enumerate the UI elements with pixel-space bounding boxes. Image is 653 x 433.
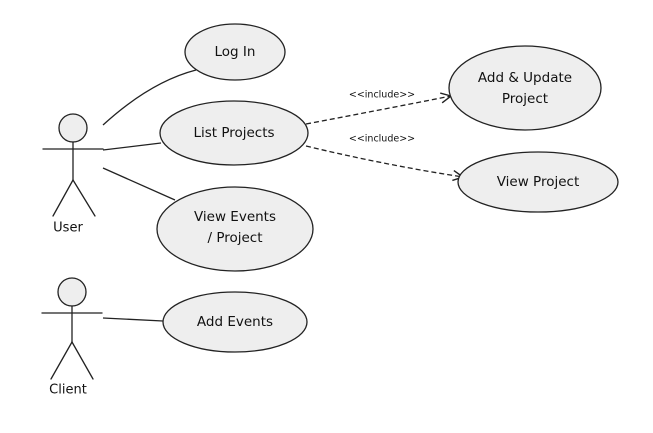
association-client-add-events [102,317,164,322]
association-user-list-projects [102,142,162,151]
use-case-view-events-ellipse [156,186,314,272]
include-label-add-update: <<include>> [349,90,415,101]
use-case-add-update-project[interactable]: Add & Update Project [448,45,602,131]
use-case-list-projects-ellipse [159,100,309,166]
actor-client-head [57,277,87,307]
use-case-add-events-ellipse [162,291,308,353]
actor-user-head [58,113,88,143]
use-case-login-label: Log In [215,44,256,60]
use-case-add-events[interactable]: Add Events [162,291,308,353]
actor-user[interactable]: User [42,113,104,236]
use-case-login-ellipse [184,23,286,81]
use-case-view-project[interactable]: View Project [457,151,619,213]
association-user-view-events [102,167,176,201]
use-case-add-update-project-label-line1: Add & Update [478,70,572,86]
include-dependency-view-project [305,145,463,177]
actor-client[interactable]: Client [41,277,103,398]
use-case-add-update-project-ellipse [448,45,602,131]
actor-user-label: User [53,221,83,236]
use-case-list-projects[interactable]: List Projects [159,100,309,166]
actor-user-right-leg [72,179,96,217]
include-label-view-project: <<include>> [349,134,415,145]
use-case-login[interactable]: Log In [184,23,286,81]
use-case-view-events-label-line2: / Project [207,230,262,246]
actor-client-right-leg [71,341,94,380]
use-case-list-projects-label: List Projects [193,125,274,141]
use-case-view-events-label-line1: View Events [194,209,276,225]
use-case-view-project-ellipse [457,151,619,213]
actor-client-left-leg [50,341,73,380]
use-case-add-events-label: Add Events [197,314,273,330]
use-case-add-update-project-label-line2: Project [502,91,548,107]
use-case-view-events[interactable]: View Events / Project [156,186,314,272]
use-case-view-project-label: View Project [497,174,580,190]
actor-client-label: Client [49,383,87,398]
include-dependency-add-update [305,96,451,125]
actor-user-left-leg [52,179,74,217]
association-user-login [102,69,197,126]
